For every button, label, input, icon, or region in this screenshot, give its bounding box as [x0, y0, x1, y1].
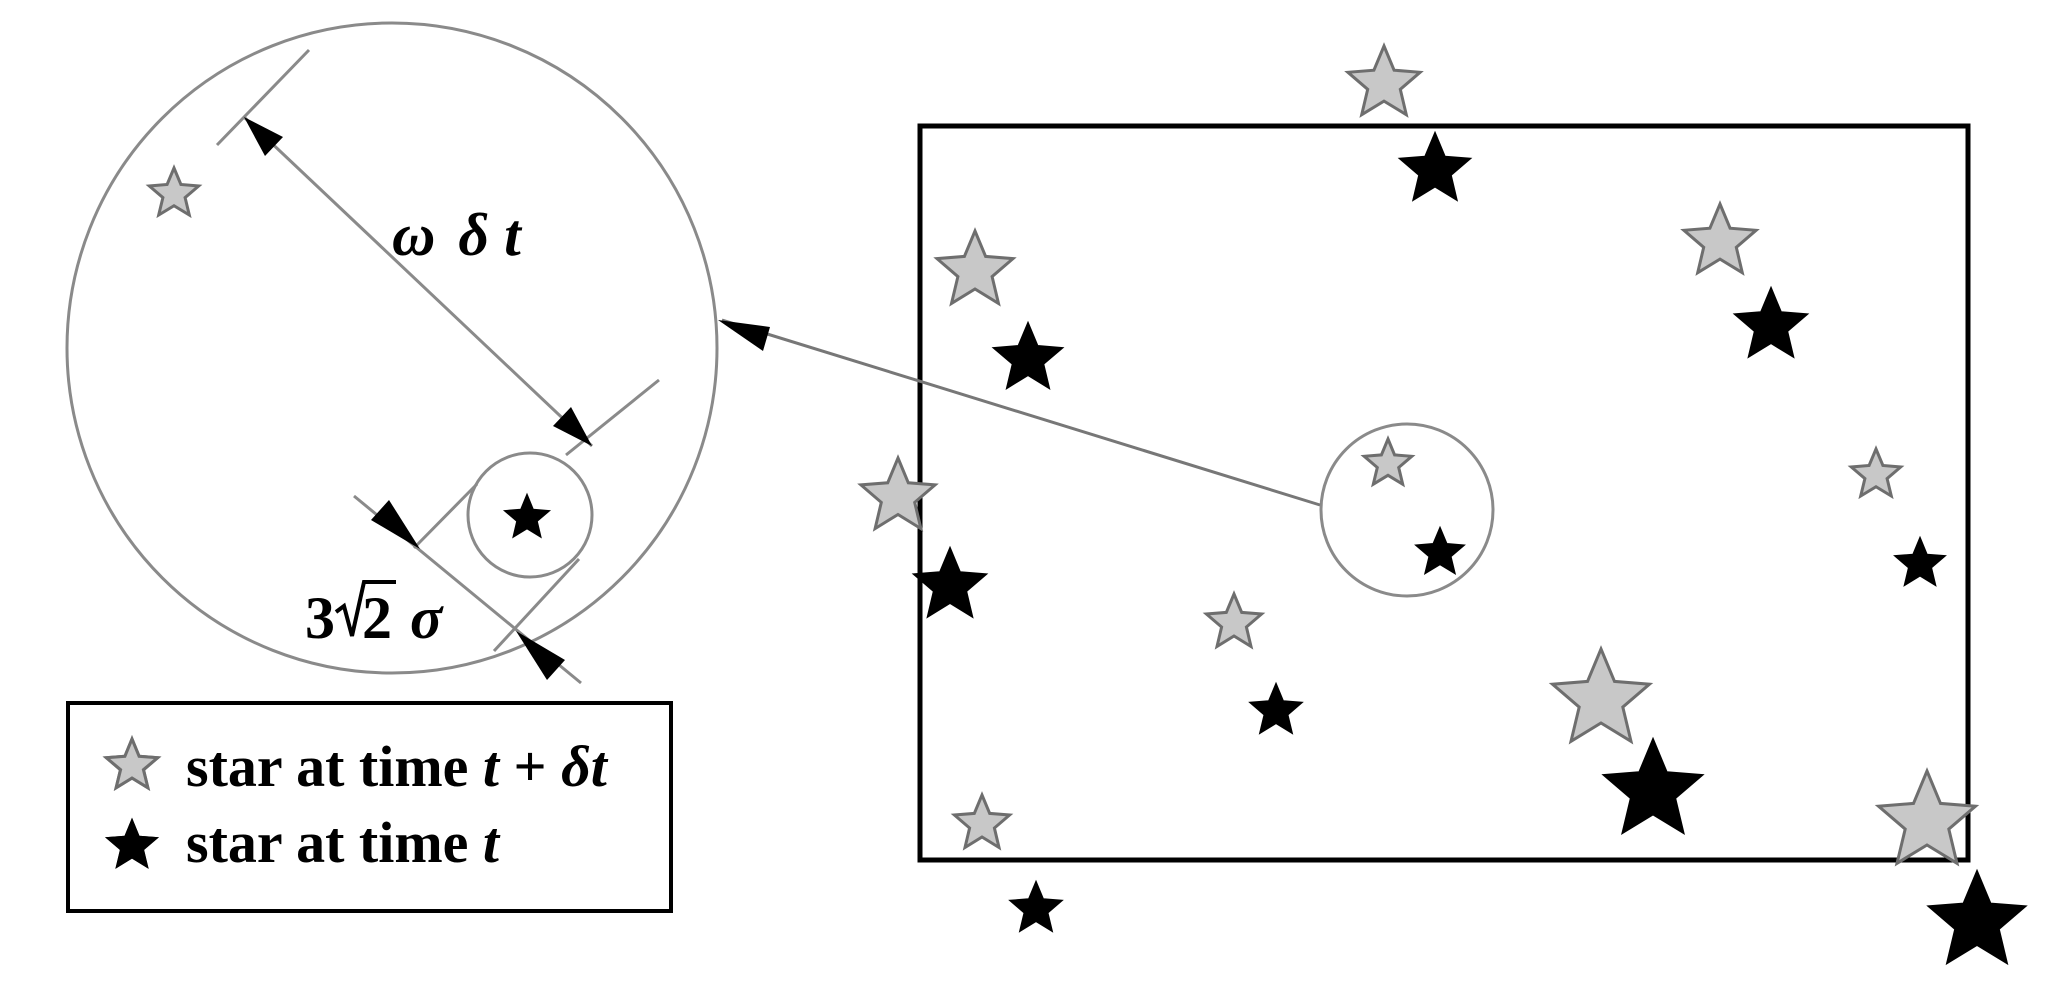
star-gray-icon [102, 735, 162, 792]
source-circle [1319, 422, 1495, 598]
error-label-radical [334, 580, 396, 637]
motion-dimension-line [243, 116, 594, 448]
gray-star-icon [1847, 445, 1905, 500]
error-arrowhead-right [516, 631, 565, 680]
gray-star-icon [1874, 767, 1980, 867]
error-label-coef: 3 [305, 585, 335, 651]
error-circle [466, 451, 594, 579]
legend-later-dt: δt [561, 734, 609, 799]
motion-label-delta: δ [458, 202, 489, 268]
legend-now-text: star at time t [186, 810, 501, 875]
sensor-frame [917, 123, 1971, 863]
black-star-icon [1732, 285, 1810, 359]
gray-star-icon [1548, 645, 1654, 745]
zoom-circle [65, 21, 719, 675]
legend-later-t: t [483, 734, 501, 799]
motion-label-t: t [504, 202, 523, 268]
motion-arrowhead-bottom [553, 407, 592, 446]
black-star-icon [1414, 525, 1466, 576]
error-guide-left [412, 482, 479, 550]
error-arrowhead-left [371, 500, 420, 549]
legend-now-label: star at time [186, 810, 483, 875]
motion-label: ω δ t [392, 202, 523, 268]
black-star-icon [1926, 868, 2028, 966]
error-label-sigma: σ [410, 585, 444, 651]
gray-star-icon [950, 791, 1014, 851]
black-star-icon [1397, 130, 1473, 202]
legend-later-text: star at time t + δt [186, 734, 609, 799]
black-star-icon [911, 545, 989, 619]
zoom-connector-line [721, 318, 1321, 507]
black-star-icon [1601, 736, 1705, 835]
error-label-radicand: 2 [362, 585, 392, 651]
gray-star-icon [145, 164, 203, 219]
star-black-icon [105, 817, 159, 869]
legend-later-plus: + [514, 734, 547, 799]
error-guide-right [492, 557, 581, 653]
zoom-connector-arrowhead [718, 320, 770, 351]
motion-guide-bottom [565, 378, 660, 457]
gray-star-icon [1344, 42, 1424, 118]
black-star-icon [502, 492, 552, 539]
black-star-group [105, 130, 2028, 966]
gray-star-icon [1360, 435, 1416, 488]
legend-now-t: t [483, 810, 501, 875]
black-star-icon [1893, 535, 1947, 587]
motion-arrowhead-top [244, 117, 283, 156]
motion-label-omega: ω [392, 202, 435, 268]
legend-box [66, 701, 673, 913]
gray-star-icon [857, 454, 939, 532]
black-star-icon [1248, 681, 1304, 735]
motion-guide-top [215, 48, 311, 147]
black-star-icon [1008, 879, 1064, 933]
gray-star-icon [1202, 590, 1266, 650]
legend-later-label: star at time [186, 734, 483, 799]
gray-star-icon [1680, 200, 1760, 276]
gray-star-icon [933, 227, 1017, 307]
black-star-icon [991, 320, 1065, 390]
